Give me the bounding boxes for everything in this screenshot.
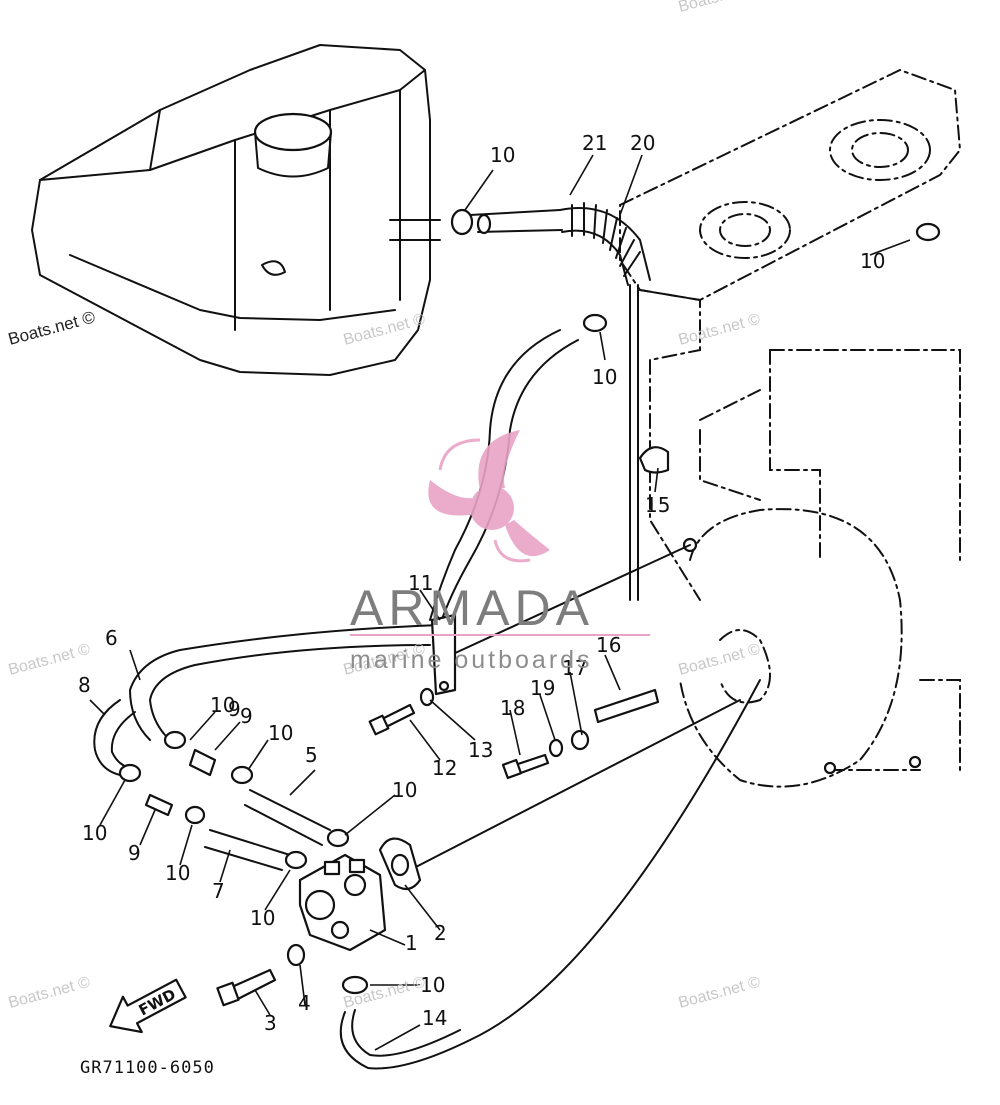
watermark: Boats.net ©	[677, 974, 763, 1012]
watermark: Boats.net ©	[6, 307, 97, 349]
watermark: Boats.net ©	[677, 0, 763, 16]
callout-6: 6	[105, 626, 118, 650]
callout-19: 19	[530, 676, 555, 700]
callout-10: 10	[860, 249, 885, 273]
bolts-12-18	[368, 703, 550, 780]
callout-labels: 10 21 20 10 10 15 11 6 8 10 9 10 5 10 16…	[78, 131, 885, 1035]
callout-10: 10	[250, 906, 275, 930]
callout-3: 3	[264, 1011, 277, 1035]
brand-tagline: marine outboards	[350, 646, 593, 674]
callout-9: 9	[240, 704, 253, 728]
callout-10: 10	[490, 143, 515, 167]
callout-9: 9	[128, 841, 141, 865]
watermark: Boats.net ©	[342, 311, 428, 349]
callout-20: 20	[630, 131, 655, 155]
watermark: Boats.net ©	[7, 974, 93, 1012]
callout-4: 4	[298, 991, 311, 1015]
washer-4	[286, 943, 306, 967]
callout-17: 17	[562, 656, 587, 680]
callout-10: 10	[392, 778, 417, 802]
brand-name: ARMADA	[350, 580, 594, 636]
callout-9: 9	[228, 697, 241, 721]
clip-15	[638, 446, 670, 474]
hose-routing	[93, 202, 761, 1070]
callout-14: 14	[422, 1006, 447, 1030]
callout-1: 1	[405, 931, 418, 955]
washer-13	[419, 687, 435, 707]
callout-5: 5	[305, 743, 318, 767]
callout-10: 10	[82, 821, 107, 845]
callout-2: 2	[434, 921, 447, 945]
callout-10: 10	[268, 721, 293, 745]
oil-pump	[298, 853, 387, 952]
diagram-code: GR71100-6050	[80, 1058, 215, 1078]
callout-10: 10	[420, 973, 445, 997]
watermark: Boats.net ©	[677, 311, 763, 349]
collar-17	[570, 729, 590, 751]
clip-10-bottom	[341, 975, 369, 995]
joints-9	[144, 748, 217, 817]
callout-10: 10	[165, 861, 190, 885]
callout-21: 21	[582, 131, 607, 155]
bolt-3	[216, 968, 277, 1007]
brand-divider	[350, 634, 650, 636]
oil-tank	[31, 44, 441, 376]
callout-18: 18	[500, 696, 525, 720]
callout-11: 11	[408, 571, 433, 595]
callout-15: 15	[645, 493, 670, 517]
gasket-2	[378, 837, 422, 891]
fwd-arrow: FWD	[109, 978, 187, 1034]
engine-block-outline	[619, 68, 962, 788]
leader-lines	[89, 154, 911, 1051]
armada-logo: ARMADA marine outboards	[350, 430, 650, 674]
clips-10	[118, 208, 941, 870]
propeller-icon	[428, 430, 550, 563]
stud-16	[593, 688, 660, 724]
callout-13: 13	[468, 738, 493, 762]
callout-7: 7	[212, 879, 225, 903]
washer-19	[548, 738, 564, 758]
callout-16: 16	[596, 633, 621, 657]
callout-8: 8	[78, 673, 91, 697]
callout-10: 10	[210, 693, 235, 717]
watermark: Boats.net ©	[677, 641, 763, 679]
callout-12: 12	[432, 756, 457, 780]
callout-10: 10	[592, 365, 617, 389]
